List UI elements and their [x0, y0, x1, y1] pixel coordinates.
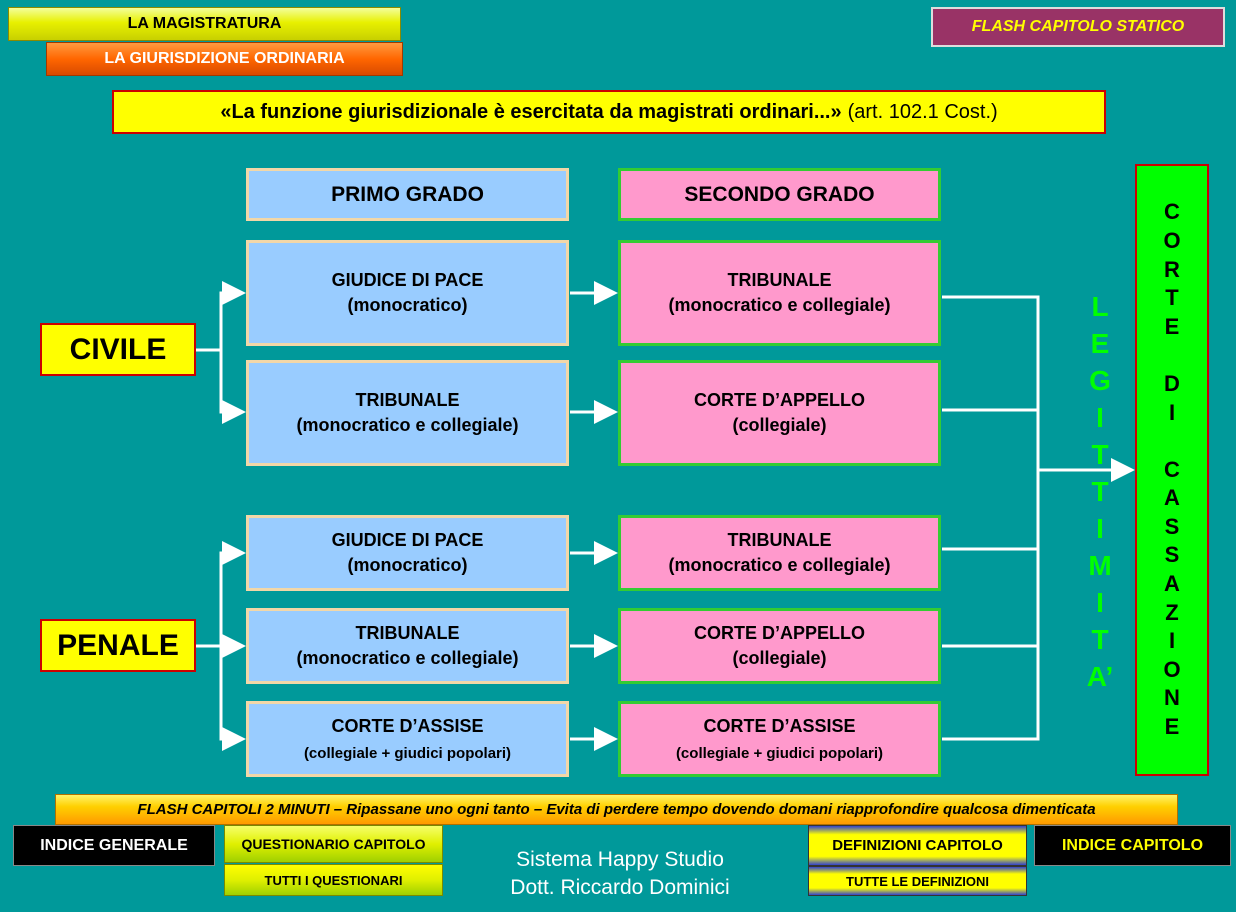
quote-banner: «La funzione giurisdizionale è esercitat… — [112, 90, 1106, 134]
box-subtitle: (collegiale) — [732, 648, 827, 668]
cassazione-letter: E — [1164, 714, 1180, 740]
box-subtitle: (monocratico e collegiale) — [296, 648, 519, 668]
legittimita-letter: I — [1096, 402, 1104, 433]
cassazione-letter: N — [1164, 685, 1180, 711]
tutte-le-definizioni-button[interactable]: TUTTE LE DEFINIZIONI — [808, 866, 1027, 896]
primo-grado-header: PRIMO GRADO — [246, 168, 569, 221]
civile-secondo-tribunale: TRIBUNALE (monocratico e collegiale) — [618, 240, 941, 346]
penale-connector — [219, 646, 246, 751]
box-subtitle: (monocratico e collegiale) — [296, 415, 519, 435]
cassazione-letter: Z — [1165, 599, 1179, 625]
cassazione-letter: I — [1168, 399, 1176, 425]
flash-capitolo-statico-label: FLASH CAPITOLO STATICO — [931, 7, 1225, 47]
secondo-grado-header: SECONDO GRADO — [618, 168, 941, 221]
box-title: GIUDICE DI PACE — [331, 529, 484, 550]
signature: Sistema Happy Studio Dott. Riccardo Domi… — [470, 846, 770, 902]
civile-connector — [219, 350, 246, 424]
legittimita-letter: I — [1096, 587, 1104, 618]
legittimita-letter: T — [1091, 476, 1109, 507]
magistratura-tab[interactable]: LA MAGISTRATURA — [8, 7, 401, 41]
definizioni-capitolo-button[interactable]: DEFINIZIONI CAPITOLO — [808, 825, 1027, 866]
box-subtitle: (monocratico) — [347, 295, 468, 315]
flash-capitoli-strip: FLASH CAPITOLI 2 MINUTI – Ripassane uno … — [55, 794, 1178, 825]
indice-capitolo-button[interactable]: INDICE CAPITOLO — [1034, 825, 1231, 866]
box-title: TRIBUNALE — [355, 389, 460, 410]
penale-primo-giudice-di-pace: GIUDICE DI PACE (monocratico) — [246, 515, 569, 591]
legittimita-letter: M — [1088, 550, 1112, 581]
indice-generale-button[interactable]: INDICE GENERALE — [13, 825, 215, 866]
cassazione-letter: T — [1165, 285, 1179, 311]
cassazione-letter: R — [1164, 256, 1180, 282]
cassazione-letter: S — [1164, 542, 1180, 568]
legittimita-letter: E — [1090, 328, 1110, 359]
signature-line-1: Sistema Happy Studio — [516, 848, 724, 871]
box-subtitle: (monocratico e collegiale) — [668, 295, 891, 315]
cassazione-letter: E — [1164, 313, 1180, 339]
questionario-capitolo-button[interactable]: QUESTIONARIO CAPITOLO — [224, 825, 443, 863]
box-subtitle: (collegiale + giudici popolari) — [303, 745, 512, 763]
box-subtitle: (monocratico e collegiale) — [668, 555, 891, 575]
cassazione-letter: O — [1163, 656, 1181, 682]
box-subtitle: (monocratico) — [347, 555, 468, 575]
penale-secondo-corte-appello: CORTE D’APPELLO (collegiale) — [618, 608, 941, 684]
penale-primo-corte-assise: CORTE D’ASSISE (collegiale + giudici popo… — [246, 701, 569, 777]
giurisdizione-ordinaria-tab[interactable]: LA GIURISDIZIONE ORDINARIA — [46, 42, 403, 76]
signature-line-2: Dott. Riccardo Dominici — [510, 876, 730, 899]
legittimita-letter: T — [1091, 624, 1109, 655]
cassazione-letter: O — [1163, 227, 1181, 253]
box-title: CORTE D’ASSISE — [331, 715, 484, 736]
cassazione-letter: A — [1164, 485, 1180, 511]
penale-connector — [196, 541, 246, 648]
penale-primo-tribunale: TRIBUNALE (monocratico e collegiale) — [246, 608, 569, 684]
legittimita-letter: A’ — [1086, 661, 1114, 692]
civile-primo-tribunale: TRIBUNALE (monocratico e collegiale) — [246, 360, 569, 466]
box-title: TRIBUNALE — [727, 529, 832, 550]
box-title: TRIBUNALE — [355, 622, 460, 643]
quote-reference: (art. 102.1 Cost.) — [847, 100, 998, 123]
legittimita-letter: L — [1091, 291, 1109, 322]
box-title: CORTE D’APPELLO — [693, 389, 865, 410]
cassazione-letter: D — [1164, 370, 1180, 396]
legittimita-letter: I — [1096, 513, 1104, 544]
box-title: CORTE D’ASSISE — [703, 715, 856, 736]
legittimita-letter: G — [1089, 365, 1111, 396]
civile-secondo-corte-appello: CORTE D’APPELLO (collegiale) — [618, 360, 941, 466]
legittimita-letter: T — [1091, 439, 1109, 470]
penale-secondo-tribunale: TRIBUNALE (monocratico e collegiale) — [618, 515, 941, 591]
box-subtitle: (collegiale + giudici popolari) — [675, 745, 884, 763]
civile-connector — [196, 281, 246, 352]
tutti-i-questionari-button[interactable]: TUTTI I QUESTIONARI — [224, 864, 443, 896]
box-title: CORTE D’APPELLO — [693, 622, 865, 643]
cassazione-letter: A — [1164, 571, 1180, 597]
cassazione-letter: S — [1164, 513, 1180, 539]
cassazione-letter: C — [1164, 456, 1180, 482]
civile-label: CIVILE — [40, 323, 196, 376]
civile-primo-giudice-di-pace: GIUDICE DI PACE (monocratico) — [246, 240, 569, 346]
penale-secondo-corte-assise: CORTE D’ASSISE (collegiale + giudici popo… — [618, 701, 941, 777]
cassazione-connector — [942, 295, 1040, 741]
box-title: GIUDICE DI PACE — [331, 269, 484, 290]
penale-label: PENALE — [40, 619, 196, 672]
box-title: TRIBUNALE — [727, 269, 832, 290]
box-subtitle: (collegiale) — [732, 415, 827, 435]
cassazione-letter: C — [1164, 199, 1180, 225]
cassazione-letter: I — [1168, 628, 1176, 654]
quote-text: «La funzione giurisdizionale è esercitat… — [220, 100, 842, 123]
